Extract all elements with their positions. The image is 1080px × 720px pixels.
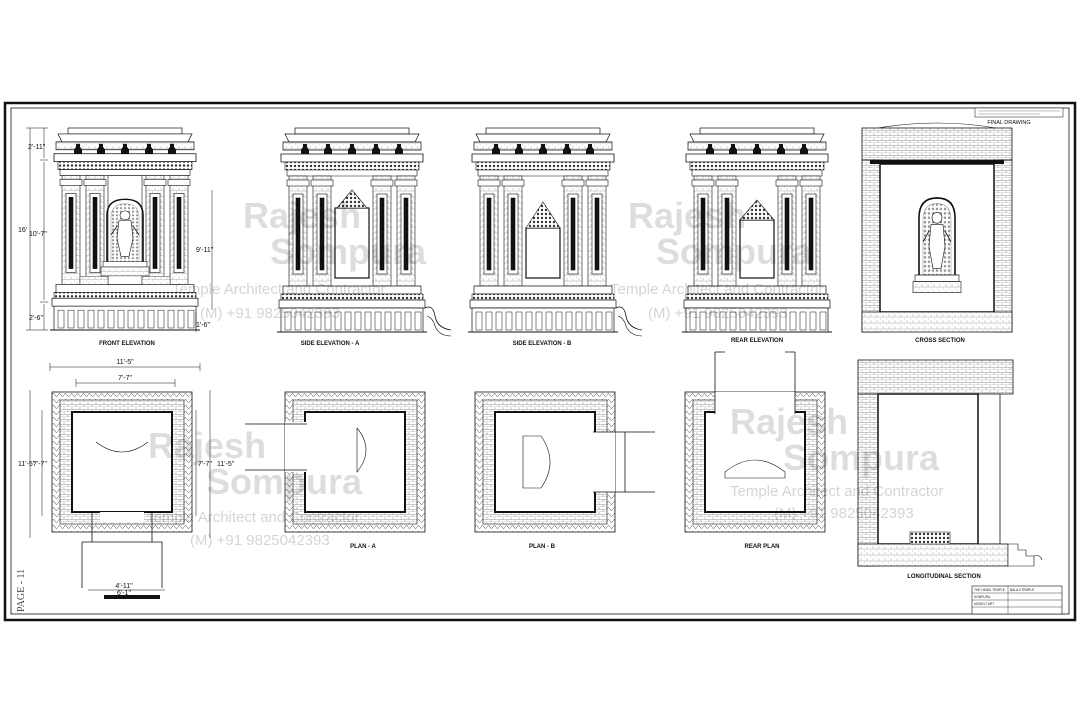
dim-plan-right-outer: 11'-5" (217, 461, 235, 468)
side-elevation-b-label: SIDE ELEVATION - B (513, 341, 572, 347)
watermark-bottom-left: Rajesh Sompura Temple Architect and Cont… (146, 425, 363, 549)
watermark-top: Rajesh Sompura Temple Architect and Cont… (172, 195, 427, 322)
watermark-bottom-right-line1: Rajesh (730, 401, 848, 442)
dim-opening-height: 9'-11" (196, 247, 214, 254)
dim-plan-inner-depth: 7'-7" (33, 461, 47, 468)
watermark-bottom-left-line1: Rajesh (148, 425, 266, 466)
plan-b-drawing (474, 391, 655, 533)
rear-elevation-label: REAR ELEVATION (731, 338, 783, 344)
rear-elevation-drawing (681, 127, 833, 333)
watermark-bottom-right: Rajesh Sompura Temple Architect and Cont… (730, 401, 943, 522)
dim-plan-outer-width: 11'-5" (116, 359, 134, 366)
longitudinal-section-drawing (857, 359, 1043, 567)
title-block: THE HINDU TEMPLE BALAJI TEMPLE SOMPURA M… (971, 585, 1063, 615)
watermark-bottom-left-line4: (M) +91 9825042393 (190, 532, 330, 549)
dim-top-height: 2'-11" (28, 144, 46, 151)
watermark-bottom-left-line2: Sompura (206, 461, 363, 502)
title-block-line2: BALAJI TEMPLE (1010, 588, 1034, 592)
watermark-bottom-right-line3: Temple Architect and Contractor (730, 483, 943, 500)
dim-plan-right-inner: 7'-7" (198, 461, 212, 468)
cross-section-drawing (861, 122, 1013, 333)
dim-mid-height: 10'-7" (29, 231, 47, 238)
stamp-label: FINAL DRAWING (987, 120, 1030, 126)
plan-a-label: PLAN - A (350, 544, 376, 550)
longitudinal-section-label: LONGITUDINAL SECTION (907, 574, 981, 580)
watermark-top-line3: Temple Architect and Contractor (172, 281, 385, 298)
front-plan-drawing (51, 391, 193, 588)
front-elevation-dimensions (26, 127, 213, 332)
front-elevation-drawing (49, 127, 201, 331)
watermark-top-right-line3: Temple Architect and Contractor (610, 281, 823, 298)
plan-a-drawing (245, 391, 426, 533)
final-drawing-stamp: FINAL DRAWING (974, 107, 1064, 126)
side-elevation-a-label: SIDE ELEVATION - A (301, 341, 360, 347)
side-elevation-b-drawing (467, 127, 643, 337)
watermark-top-line2: Sompura (270, 231, 427, 272)
rear-plan-drawing (684, 351, 826, 533)
title-block-line1: THE HINDU TEMPLE (974, 588, 1005, 592)
side-elevation-a-drawing (276, 127, 452, 337)
title-block-line4: MODELT ART (974, 602, 994, 606)
dim-total-height: 16' (18, 227, 27, 234)
dim-plan-inner-width: 7'-7" (118, 375, 132, 382)
watermark-bottom-right-line4: (M) +91 9825042393 (774, 505, 914, 522)
dim-step-height: 1'-6" (196, 322, 210, 329)
watermark-top-line4: (M) +91 9825042393 (200, 305, 340, 322)
watermark-bottom-right-line2: Sompura (783, 437, 940, 478)
dim-plan-outer-depth: 11'-5" (18, 461, 36, 468)
watermark-top-line1: Rajesh (243, 195, 361, 236)
watermark-top-right: Rajesh Sompura Temple Architect and Cont… (610, 195, 823, 322)
page-number: PAGE - 11 (16, 569, 27, 612)
plan-dimensions (29, 363, 211, 591)
dim-step-width-inner: 4'-11" (115, 583, 133, 590)
dim-step-width-outer: 6'-1" (117, 590, 131, 597)
plan-b-label: PLAN - B (529, 544, 556, 550)
rear-plan-label: REAR PLAN (744, 544, 779, 550)
title-block-line3: SOMPURA (974, 595, 991, 599)
watermark-top-right-line1: Rajesh (628, 195, 746, 236)
watermark-top-right-line4: (M) +91 9825042393 (648, 305, 788, 322)
dim-base-height: 2'-6" (29, 315, 43, 322)
scale-bar (104, 595, 160, 599)
watermark-top-right-line2: Sompura (656, 231, 813, 272)
watermark-bottom-left-line3: Temple Architect and Contractor (146, 509, 359, 526)
cross-section-label: CROSS SECTION (915, 338, 965, 344)
front-elevation-label: FRONT ELEVATION (99, 341, 155, 347)
